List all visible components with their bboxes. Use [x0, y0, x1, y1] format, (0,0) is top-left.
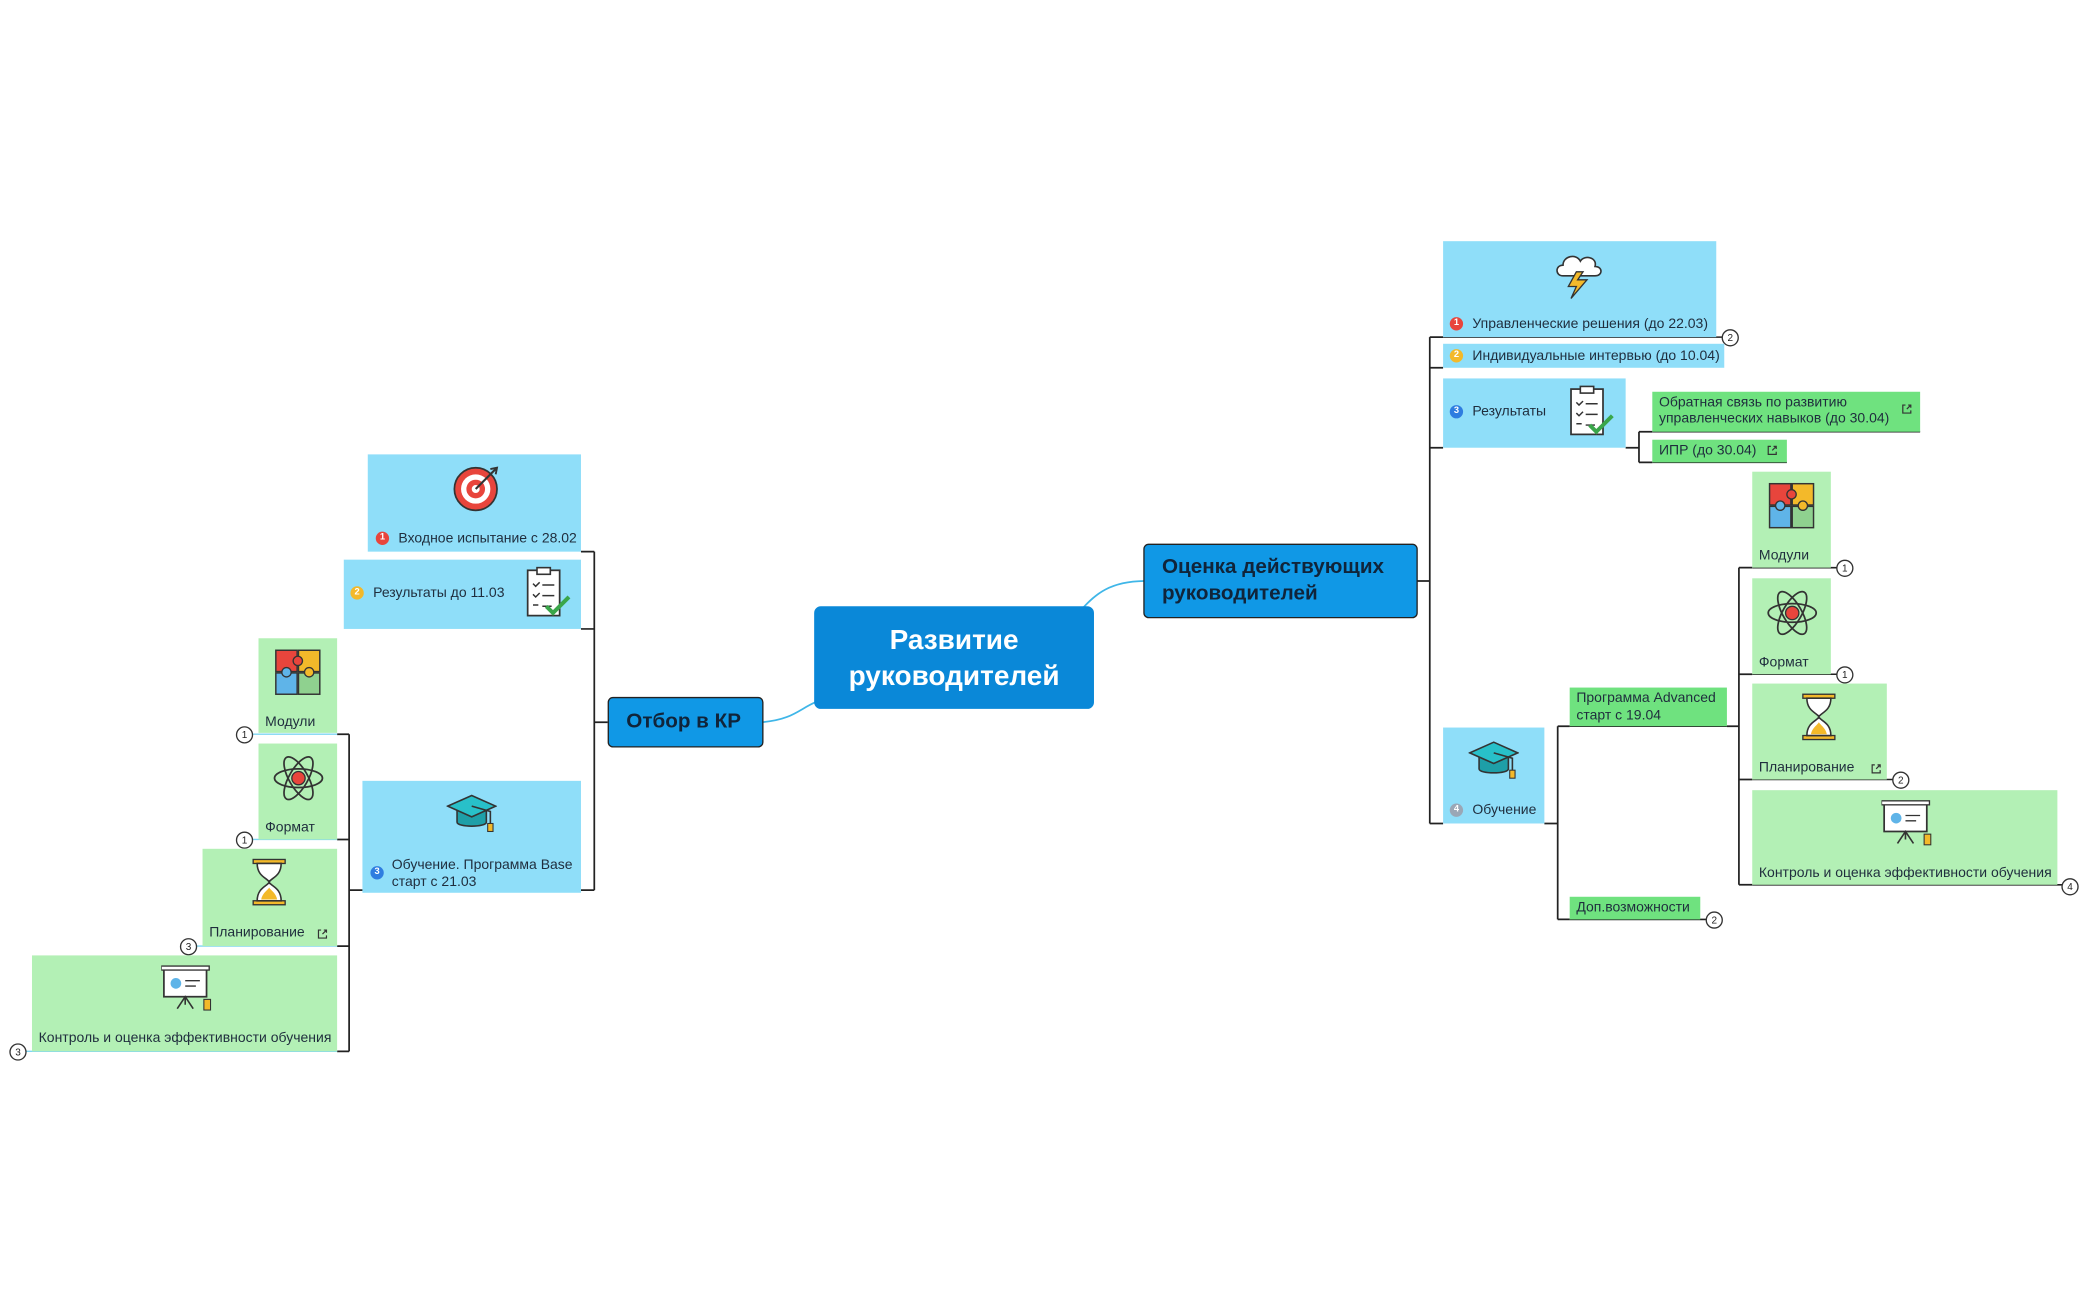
control-right-label: Контроль и оценка эффективности обучения	[1758, 864, 2052, 881]
checklist-icon	[1570, 385, 1614, 436]
leaf-format-right[interactable]: Формат	[1752, 578, 1831, 675]
main-topic-assessment-label-1: Оценка действующих	[1161, 555, 1385, 579]
presentation-board-icon	[1881, 800, 1932, 846]
feedback-label-2: управленческих навыков (до 30.04)	[1658, 410, 1890, 427]
format-right-label: Формат	[1758, 654, 1809, 671]
main-topic-selection[interactable]: Отбор в КР	[607, 696, 764, 748]
subtopic-entry-test[interactable]: 1 Входное испытание с 28.02	[367, 454, 581, 552]
control-label: Контроль и оценка эффективности обучения	[38, 1030, 332, 1047]
modules-right-label: Модули	[1758, 547, 1810, 564]
count-badge[interactable]: 1	[1836, 666, 1854, 684]
leaf-modules[interactable]: Модули	[258, 638, 338, 733]
main-topic-assessment-label-2: руководителей	[1161, 582, 1318, 605]
results-assessment-label: Результаты	[1472, 403, 1547, 420]
count-badge[interactable]: 3	[179, 938, 198, 956]
external-link-icon[interactable]	[1767, 445, 1778, 456]
external-link-icon[interactable]	[1871, 764, 1882, 775]
main-topic-assessment[interactable]: Оценка действующих руководителей	[1143, 543, 1418, 619]
leaf-feedback[interactable]: Обратная связь по развитию управленчески…	[1652, 391, 1921, 432]
decisions-label: Управленческие решения (до 22.03)	[1472, 315, 1709, 332]
priority-2-icon: 2	[1449, 349, 1464, 363]
count-badge[interactable]: 4	[2061, 878, 2079, 896]
feedback-label-1: Обратная связь по развитию	[1658, 394, 1847, 411]
external-link-icon[interactable]	[317, 929, 328, 940]
advanced-label-2: старт с 19.04	[1576, 707, 1662, 724]
format-label: Формат	[265, 819, 315, 836]
priority-3-icon: 3	[370, 866, 384, 880]
leaf-advanced[interactable]: Программа Advanced старт с 19.04	[1569, 687, 1727, 727]
leaf-control[interactable]: Контроль и оценка эффективности обучения	[31, 955, 338, 1052]
central-topic-label: Развитие руководителей	[848, 624, 1060, 691]
puzzle-icon	[1768, 482, 1815, 529]
atom-icon	[273, 756, 324, 801]
leaf-planning[interactable]: Планирование	[202, 848, 338, 947]
subtopic-decisions[interactable]: 1 Управленческие решения (до 22.03)	[1443, 241, 1717, 338]
results-label: Результаты до 11.03	[373, 584, 505, 601]
puzzle-icon	[275, 649, 321, 695]
target-icon	[453, 466, 499, 512]
advanced-label-1: Программа Advanced	[1576, 690, 1716, 707]
priority-3-icon: 3	[1449, 405, 1464, 419]
leaf-control-right[interactable]: Контроль и оценка эффективности обучения	[1752, 790, 2058, 885]
subtopic-training[interactable]: 4 Обучение	[1443, 727, 1545, 824]
extra-label: Доп.возможности	[1576, 899, 1690, 916]
priority-2-icon: 2	[350, 586, 364, 600]
modules-label: Модули	[265, 714, 316, 731]
training-base-label-2: старт с 21.03	[391, 874, 477, 891]
leaf-format[interactable]: Формат	[258, 743, 338, 840]
presentation-board-icon	[161, 965, 212, 1011]
interviews-label: Индивидуальные интервью (до 10.04)	[1472, 347, 1720, 364]
hourglass-icon	[1802, 693, 1836, 741]
storm-cloud-icon	[1556, 255, 1602, 299]
checklist-icon	[526, 566, 571, 617]
planning-right-label: Планирование	[1758, 759, 1855, 776]
count-badge[interactable]: 2	[1892, 771, 1910, 789]
leaf-modules-right[interactable]: Модули	[1752, 471, 1831, 568]
count-badge[interactable]: 3	[9, 1043, 27, 1061]
subtopic-interviews[interactable]: 2 Индивидуальные интервью (до 10.04)	[1443, 343, 1725, 368]
central-topic[interactable]: Развитие руководителей	[814, 606, 1094, 709]
count-badge[interactable]: 1	[235, 831, 254, 849]
leaf-extra[interactable]: Доп.возможности	[1569, 896, 1701, 920]
leaf-ipr[interactable]: ИПР (до 30.04)	[1652, 439, 1787, 463]
atom-icon	[1767, 590, 1818, 636]
entry-test-label: Входное испытание с 28.02	[398, 530, 577, 547]
subtopic-results-assessment[interactable]: 3 Результаты	[1443, 378, 1626, 448]
count-badge[interactable]: 1	[1836, 559, 1854, 577]
subtopic-results[interactable]: 2 Результаты до 11.03	[343, 559, 581, 629]
hourglass-icon	[252, 858, 286, 906]
count-badge[interactable]: 1	[235, 726, 254, 744]
external-link-icon[interactable]	[1901, 404, 1912, 415]
main-topic-selection-label: Отбор в КР	[626, 710, 742, 733]
ipr-label: ИПР (до 30.04)	[1658, 442, 1757, 459]
count-badge[interactable]: 2	[1721, 329, 1739, 347]
planning-label: Планирование	[209, 924, 305, 941]
subtopic-training-base[interactable]: 3 Обучение. Программа Base старт с 21.03	[362, 780, 581, 893]
priority-1-icon: 1	[1449, 317, 1464, 331]
priority-4-icon: 4	[1449, 803, 1464, 817]
count-badge[interactable]: 2	[1705, 911, 1723, 929]
leaf-planning-right[interactable]: Планирование	[1752, 683, 1887, 780]
priority-1-icon: 1	[375, 531, 390, 545]
training-base-label-1: Обучение. Программа Base	[391, 856, 573, 873]
graduation-cap-icon	[446, 794, 498, 833]
training-label: Обучение	[1472, 802, 1537, 819]
graduation-cap-icon	[1468, 741, 1520, 779]
